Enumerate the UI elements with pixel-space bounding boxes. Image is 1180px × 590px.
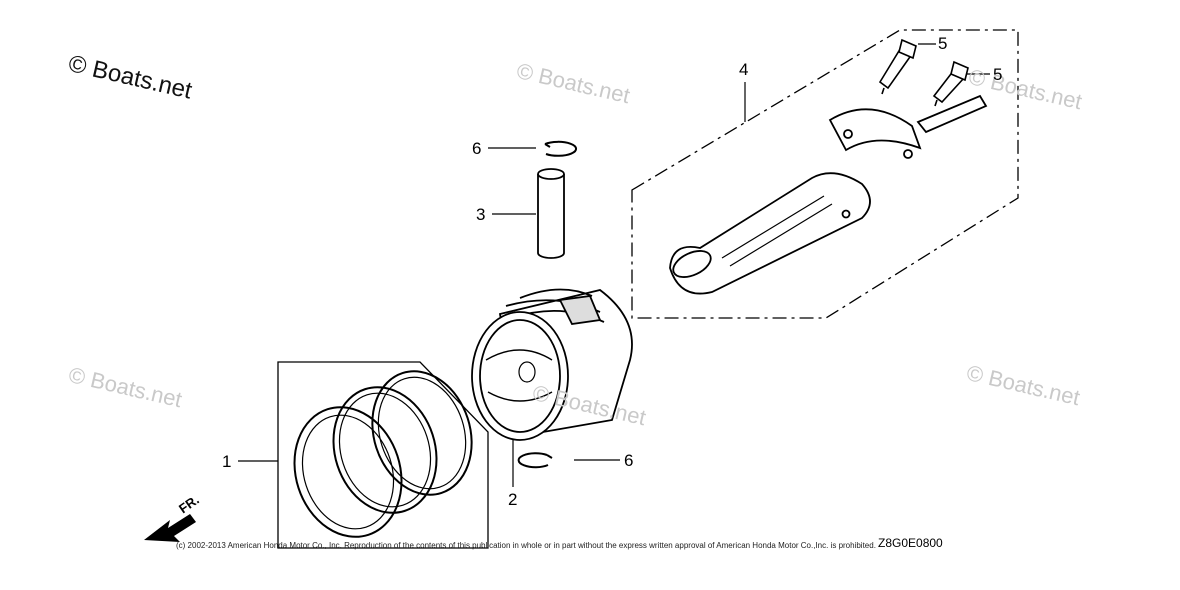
bolt-upper bbox=[878, 38, 917, 95]
ring-group-frame bbox=[277, 361, 489, 549]
conrod-group-frame bbox=[631, 29, 1019, 319]
piston-rings bbox=[293, 370, 473, 538]
piston bbox=[471, 288, 633, 441]
ring-oil bbox=[293, 406, 403, 538]
copyright-notice: (c) 2002-2013 American Honda Motor Co., … bbox=[176, 541, 876, 550]
callout-6-lower: 6 bbox=[624, 451, 634, 470]
front-arrow bbox=[144, 514, 196, 542]
piston-pin bbox=[537, 168, 565, 259]
connecting-rod bbox=[669, 94, 988, 295]
ring-top bbox=[371, 370, 473, 496]
circlip-bottom bbox=[517, 452, 553, 469]
callout-6-upper: 6 bbox=[472, 139, 482, 158]
bolt-lower bbox=[932, 60, 969, 107]
callout-2: 2 bbox=[508, 490, 518, 509]
callout-1: 1 bbox=[222, 452, 232, 471]
ring-second bbox=[332, 386, 438, 514]
callout-4: 4 bbox=[739, 60, 749, 79]
drawing-id: Z8G0E0800 bbox=[878, 536, 943, 550]
callout-3: 3 bbox=[476, 205, 486, 224]
callout-5-upper: 5 bbox=[938, 34, 948, 53]
callout-5-lower: 5 bbox=[993, 65, 1003, 84]
circlip-top bbox=[544, 140, 578, 157]
